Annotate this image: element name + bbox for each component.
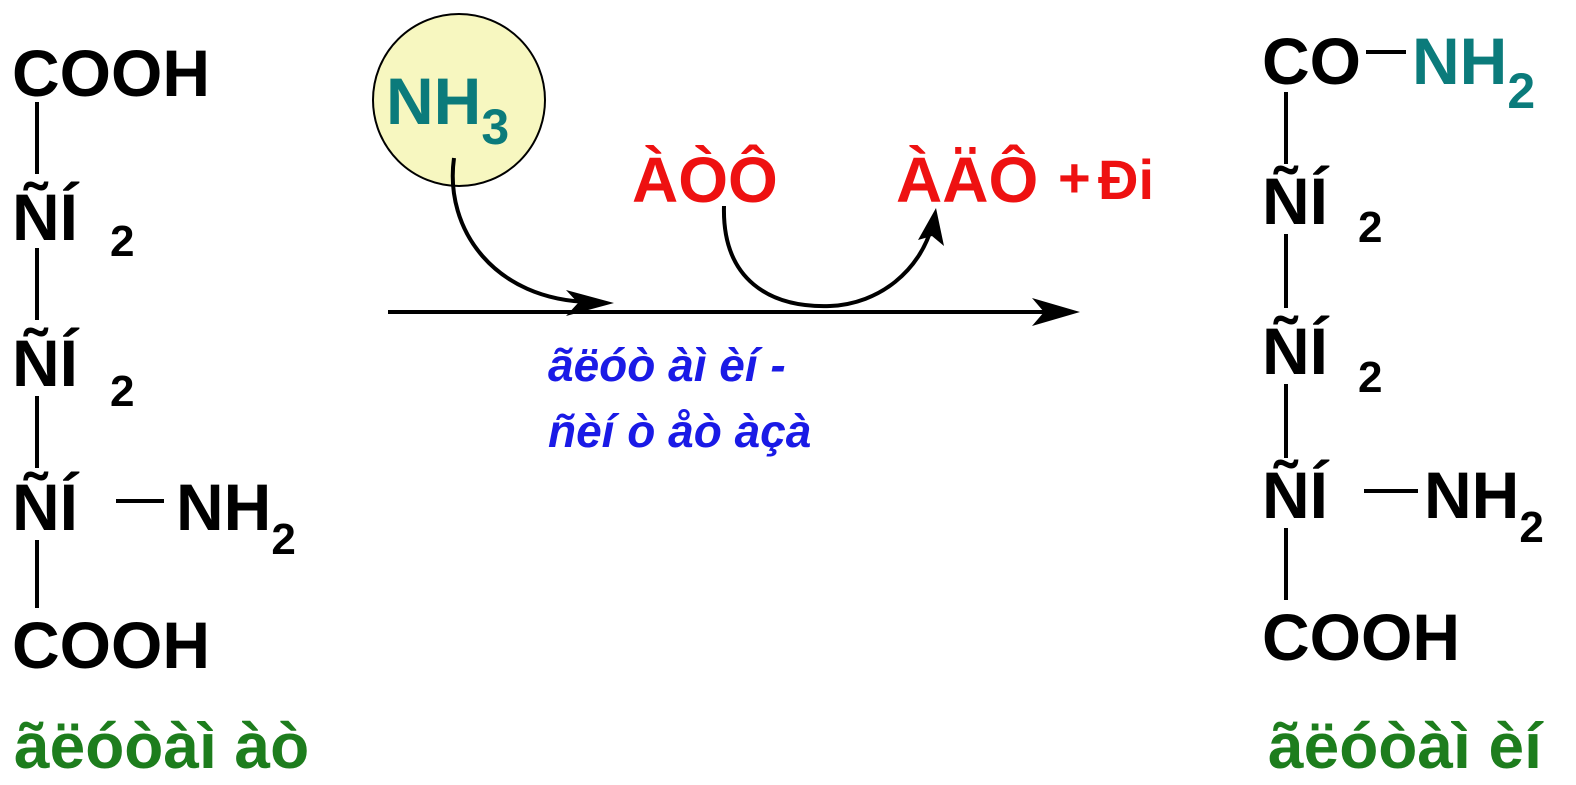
left-bond-3 <box>35 396 39 468</box>
right-bond-1 <box>1284 92 1288 164</box>
ammonia-label: NH3 <box>386 64 510 155</box>
left-nh2-bond <box>116 499 164 503</box>
atp-arrow-head <box>918 208 944 246</box>
plus-sign: + <box>1058 146 1091 209</box>
right-ch2-2-label: ÑÍ <box>1262 314 1328 388</box>
left-nh2-label: NH2 <box>176 470 296 564</box>
right-amide-nh2: NH2 <box>1412 24 1536 119</box>
enzyme-name-line1: ãëóò àì èí - <box>548 339 786 391</box>
left-ch-label: ÑÍ <box>12 470 78 544</box>
left-bond-2 <box>35 248 39 320</box>
right-cooh-bottom: COOH <box>1262 600 1460 674</box>
left-ch2-2-label: ÑÍ <box>12 326 78 400</box>
left-bond-4 <box>35 540 39 608</box>
phosphate-label: Ði <box>1098 148 1154 211</box>
left-ch2-2-sub: 2 <box>110 367 135 416</box>
right-nh2-label: NH2 <box>1424 458 1544 552</box>
left-molecule-name: ãëóòàì àò <box>14 710 310 782</box>
atp-label: ÀÒÔ <box>632 144 778 216</box>
ammonia-in-arrow <box>450 157 591 304</box>
right-ch2-1-sub: 2 <box>1358 203 1383 252</box>
left-bond-1 <box>35 102 39 174</box>
right-co-label: CO <box>1262 24 1361 98</box>
right-ch-label: ÑÍ <box>1262 458 1328 532</box>
left-cooh-top: COOH <box>12 36 210 110</box>
right-nh2-bond <box>1364 489 1418 493</box>
right-bond-3 <box>1284 384 1288 458</box>
right-amide-bond <box>1366 50 1406 54</box>
ammonia-arrow-head <box>566 290 614 316</box>
left-ch2-1-label: ÑÍ <box>12 180 78 254</box>
enzyme-name-line2: ñèí ò åò àçà <box>548 405 812 457</box>
adp-label: ÀÄÔ <box>896 144 1039 216</box>
right-ch2-2-sub: 2 <box>1358 353 1383 402</box>
main-arrow-head <box>1032 298 1080 326</box>
ammonia-bubble <box>372 13 546 187</box>
right-molecule-name: ãëóòàì èí <box>1268 710 1542 782</box>
right-bond-4 <box>1284 528 1288 600</box>
left-ch2-1-sub: 2 <box>110 217 135 266</box>
right-ch2-1-label: ÑÍ <box>1262 164 1328 238</box>
right-bond-2 <box>1284 234 1288 308</box>
atp-adp-arrow <box>721 205 934 309</box>
left-cooh-bottom: COOH <box>12 608 210 682</box>
